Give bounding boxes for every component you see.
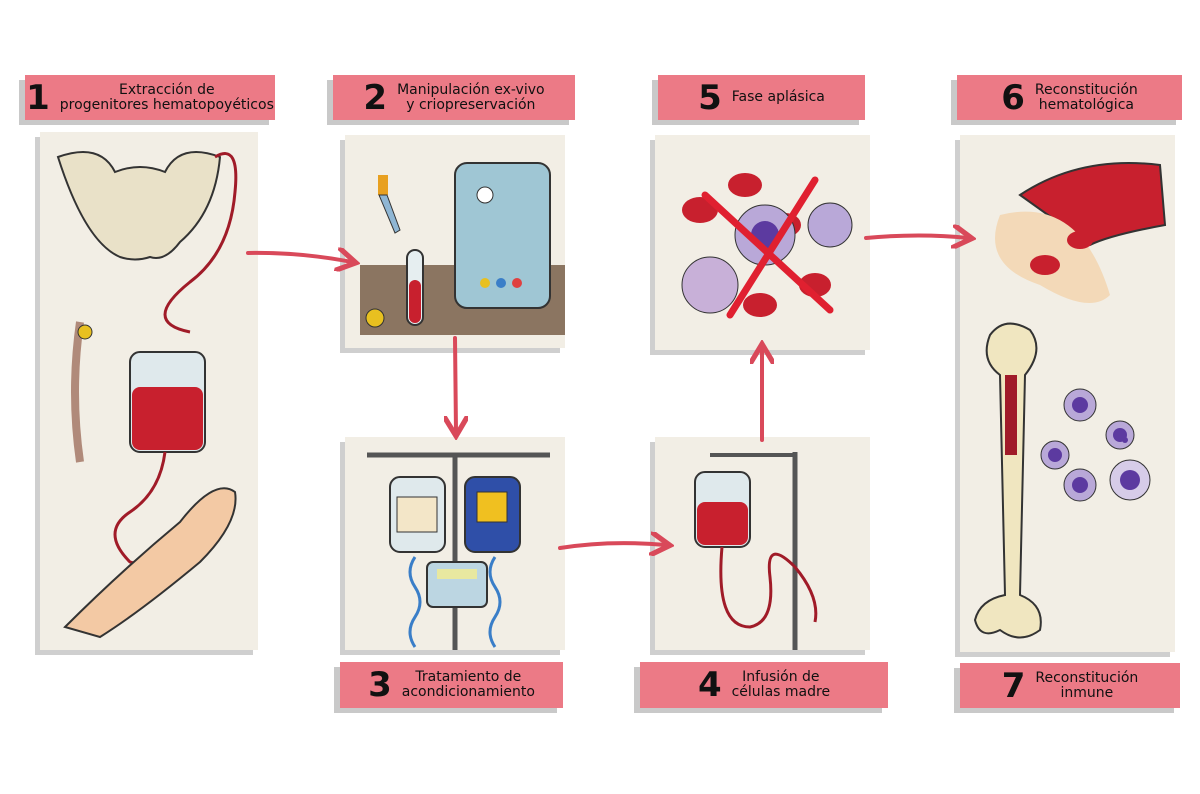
blood-bag-icon bbox=[694, 471, 751, 548]
step-title: Reconstitución inmune bbox=[1035, 669, 1139, 701]
iv-bag-icon bbox=[389, 476, 446, 553]
step-5-label: 5 Fase aplásica bbox=[658, 75, 865, 120]
step-number: 6 bbox=[1001, 77, 1025, 118]
step-title: Extracción de progenitores hematopoyétic… bbox=[59, 81, 274, 113]
dropper-icon bbox=[378, 175, 401, 234]
biohazard-bag-icon bbox=[464, 476, 521, 553]
test-tube-icon bbox=[406, 249, 424, 326]
step-number: 2 bbox=[363, 77, 388, 118]
step-title: Infusión de células madre bbox=[731, 669, 831, 700]
blood-vessel-icon bbox=[995, 162, 1167, 303]
panel-aplastic bbox=[655, 135, 870, 350]
arrow-1-to-2 bbox=[246, 253, 352, 262]
infusion-pump-icon bbox=[426, 561, 488, 608]
panel-conditioning bbox=[345, 437, 565, 650]
panel-infusion bbox=[655, 437, 870, 650]
blood-bag-icon bbox=[129, 351, 206, 453]
bone-icon bbox=[973, 322, 1042, 639]
arm-icon bbox=[63, 487, 237, 639]
panel-extraction bbox=[40, 132, 258, 650]
immune-cells-icon bbox=[1040, 388, 1151, 502]
step-4-label: 4 Infusión de células madre bbox=[640, 662, 888, 708]
cross-mark-icon bbox=[701, 176, 834, 319]
step-2-label: 2 Manipulación ex-vivo y criopreservació… bbox=[333, 75, 575, 120]
step-6-label: 6 Reconstitución hematológica bbox=[957, 75, 1182, 120]
step-title: Fase aplásica bbox=[731, 89, 825, 105]
step-title: Tratamiento de acondicionamiento bbox=[401, 669, 535, 700]
step-7-label: 7 Reconstitución inmune bbox=[960, 663, 1180, 708]
arrow-2-to-3 bbox=[455, 336, 456, 432]
step-title: Manipulación ex-vivo y criopreservación bbox=[397, 81, 545, 113]
step-1-label: 1 Extracción de progenitores hematopoyét… bbox=[25, 75, 275, 120]
arrow-5-to-6 bbox=[864, 236, 968, 239]
pelvis-icon bbox=[56, 151, 222, 261]
step-number: 1 bbox=[26, 77, 50, 118]
step-title: Reconstitución hematológica bbox=[1034, 81, 1138, 113]
step-number: 4 bbox=[697, 665, 722, 705]
step-3-label: 3 Tratamiento de acondicionamiento bbox=[340, 662, 563, 708]
panel-reconstitution bbox=[960, 135, 1175, 652]
arrow-3-to-4 bbox=[558, 543, 666, 548]
step-number: 3 bbox=[368, 665, 392, 705]
step-number: 7 bbox=[1001, 665, 1026, 706]
step-number: 5 bbox=[698, 77, 722, 118]
freezer-icon bbox=[454, 162, 551, 309]
panel-manipulation bbox=[345, 135, 565, 348]
